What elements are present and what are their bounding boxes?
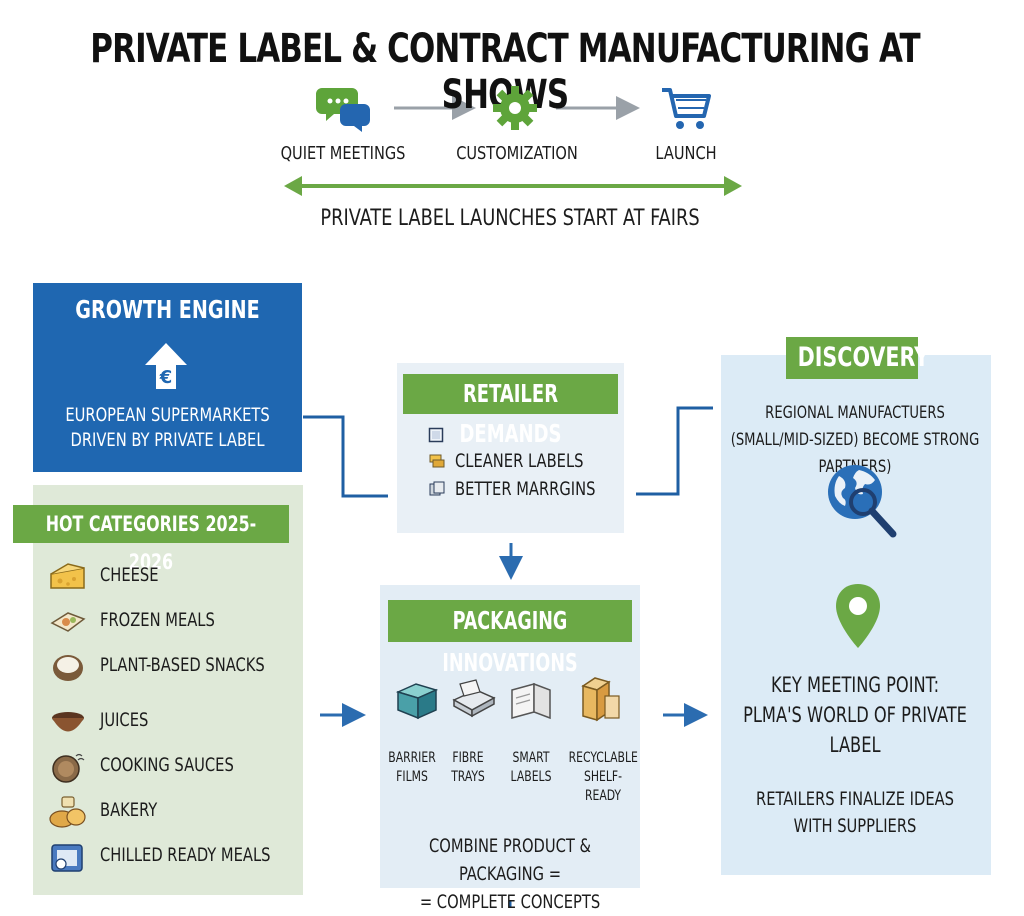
smart-label-icon — [511, 682, 551, 720]
discovery-title: DISCOVERY — [786, 337, 929, 379]
step-label-customization: CUSTOMIZATION — [456, 143, 578, 164]
retailer-demands-title: RETAILER DEMANDS — [403, 374, 618, 448]
barrier-film-box-icon — [395, 683, 439, 720]
category-label: CHILLED READY MEALS — [100, 844, 271, 866]
packaging-title-text: PACKAGING INNOVATIONS — [442, 606, 578, 677]
meeting-point-line1: KEY MEETING POINT: — [770, 673, 940, 697]
label-tag-icon — [429, 454, 445, 468]
fibre-tray-icon — [452, 679, 496, 718]
margin-boxes-icon — [429, 481, 445, 496]
category-label: FROZEN MEALS — [100, 609, 215, 631]
bread-icon — [49, 796, 86, 828]
shopping-cart-icon — [662, 88, 711, 129]
empty-checkbox-icon — [428, 427, 444, 443]
tagline: PRIVATE LABEL LAUNCHES START AT FAIRS — [320, 206, 700, 231]
hot-categories-panel — [33, 485, 303, 895]
recyclable-carton-icon — [581, 677, 620, 722]
packaging-title: PACKAGING INNOVATIONS — [388, 600, 632, 677]
growth-engine-panel: GROWTH ENGINE € EUROPEAN SUPERMARKETS DR… — [33, 283, 302, 472]
discovery-meeting-point-text: KEY MEETING POINT: PLMA'S WORLD OF PRIVA… — [735, 670, 976, 760]
retailer-demand-item: BETTER MARRGINS — [455, 478, 596, 500]
discovery-final-text: RETAILERS FINALIZE IDEAS WITH SUPPLIERS — [735, 786, 976, 840]
discovery-text-line1: REGIONAL MANUFACTUERS — [765, 403, 945, 423]
discovery-title-text: DISCOVERY — [797, 342, 930, 373]
green-double-arrow — [284, 176, 742, 196]
euro-up-arrow-icon: € — [145, 343, 187, 389]
packaging-label-line1: SMART — [512, 750, 550, 766]
growth-engine-text-line2: DRIVEN BY PRIVATE LABEL — [70, 429, 265, 451]
packaging-label-fibre-trays: FIBRE TRAYS — [434, 749, 503, 787]
connector-retailer-discovery — [636, 406, 713, 496]
pot-icon — [52, 753, 85, 783]
growth-engine-text: EUROPEAN SUPERMARKETS DRIVEN BY PRIVATE … — [52, 403, 283, 453]
final-line1: RETAILERS FINALIZE IDEAS — [756, 788, 954, 810]
location-pin-icon — [836, 584, 880, 648]
coconut-icon — [53, 655, 83, 681]
packaging-combine-text: COMBINE PRODUCT & PACKAGING = = COMPLETE… — [398, 832, 622, 916]
frozen-meal-icon — [50, 612, 86, 632]
packaging-combine-line1: COMBINE PRODUCT & PACKAGING = — [428, 835, 592, 885]
retailer-demand-item: CLEANER LABELS — [455, 450, 584, 472]
final-line2: WITH SUPPLIERS — [793, 815, 917, 837]
packaging-label-line1: BARRIER — [388, 750, 436, 766]
cheese-icon — [50, 563, 85, 589]
hot-categories-title: HOT CATEGORIES 2025-2026 — [13, 505, 289, 574]
meeting-point-line2: PLMA'S WORLD OF PRIVATE LABEL — [743, 703, 967, 757]
packaging-label-line1: FIBRE — [452, 750, 484, 766]
packaging-label-line1: RECYCLABLE — [568, 750, 638, 766]
step-label-launch: LAUNCH — [655, 143, 717, 164]
gear-icon — [493, 86, 537, 130]
hot-categories-title-text: HOT CATEGORIES 2025-2026 — [45, 512, 257, 574]
packaging-label-line2: TRAYS — [451, 769, 485, 785]
category-label: BAKERY — [100, 799, 158, 821]
connector-growth-retailer — [303, 415, 388, 498]
packaging-label-barrier-films: BARRIER FILMS — [378, 749, 447, 787]
packaging-label-line2: LABELS — [510, 769, 552, 785]
category-label: PLANT-BASED SNACKS — [100, 654, 265, 676]
retailer-demands-title-text: RETAILER DEMANDS — [459, 379, 562, 448]
chat-bubbles-icon — [316, 88, 370, 132]
step-label-quiet-meetings: QUIET MEETINGS — [280, 143, 406, 164]
euro-symbol: € — [159, 367, 173, 388]
packaging-label-line2: FILMS — [396, 769, 428, 785]
packaging-label-line2: SHELF-READY — [583, 769, 623, 804]
category-label: JUICES — [100, 709, 149, 731]
category-label: CHEESE — [100, 564, 159, 586]
globe-magnifier-icon — [828, 465, 897, 538]
growth-engine-text-line1: EUROPEAN SUPERMARKETS — [65, 404, 270, 426]
packaging-label-recyclable-shelf-ready: RECYCLABLE SHELF-READY — [569, 749, 638, 806]
growth-engine-title: GROWTH ENGINE — [75, 295, 260, 324]
ready-meal-box-icon — [51, 844, 83, 872]
packaging-combine-line2: = COMPLETE CONCEPTS — [419, 891, 601, 913]
category-label: COOKING SAUCES — [100, 754, 234, 776]
packaging-label-smart-labels: SMART LABELS — [497, 749, 566, 787]
bowl-icon — [52, 712, 84, 732]
